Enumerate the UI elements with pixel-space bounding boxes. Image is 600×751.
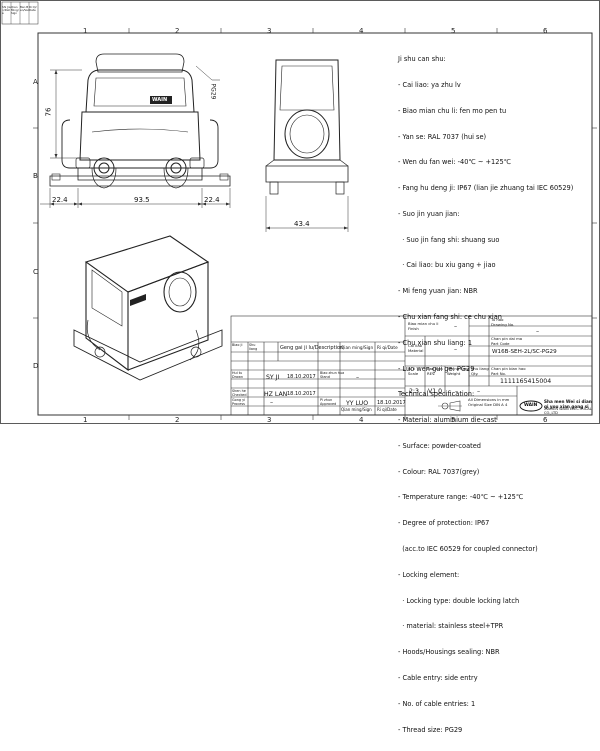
approved-date: 18.10.2017 [377,400,406,406]
spec-line: - Temperature range: -40℃ ~ +125℃ [398,493,524,502]
row-letter: D [33,362,39,370]
spec-line: Ji shu can shu: [398,55,446,64]
spec-line: · Locking type: double locking latch [398,596,520,605]
stand-label: Biao zhun hua Stand [320,371,345,379]
company-logo: WAIN [524,403,538,408]
finish-value: – [454,323,458,330]
spec-line: - Cable entry: side entry [398,673,478,682]
process-name: – [270,399,274,406]
grid-num: 4 [359,27,364,35]
rev-hdr: Biao ji [232,343,243,347]
rev-label: Ban ben REV. [427,366,443,376]
spec-line: · Suo jin fang shi: shuang suo [398,235,500,244]
grid-num: 5 [451,416,456,424]
stand-value: – [356,374,360,381]
dim-height: 76 [44,107,53,117]
spec-line: - Thread size: PG29 [398,725,463,734]
spec-line: Technical specification: [398,390,475,399]
spec-line: - Biao mian chu li: fen mo pen tu [398,106,507,115]
company-name-en: XIAMEN WAIN ELECTRICAL CO.,LTD [544,407,592,415]
grid-num: 2 [175,416,180,424]
spec-line: - Cai liao: ya zhu lv [398,80,461,89]
dim-thread: PG29 [209,83,217,100]
drawn-date: 18.10.2017 [287,374,316,380]
rev-tab-label: Ri Qi/Date [29,5,37,12]
front-logo: WAIN [152,97,168,103]
drawing-no-label: Tu hao Drawing No. [491,317,515,327]
drawn-name: SY JI [266,374,280,381]
checked-name: HZ LAN [264,391,288,398]
spec-list: Ji shu can shu: - Cai liao: ya zhu lv - … [398,38,580,751]
company-name-cn: Sha men Wei si dian qi you xian gong si [544,399,592,409]
spec-line: · Cai liao: bu xiu gang + jiao [398,261,496,270]
spec-line: - Mi feng yuan jian: NBR [398,287,478,296]
dim-right: 22.4 [204,196,220,204]
grid-num: 6 [543,416,548,424]
spec-line: - Chu xian fang shi: ce chu xian [398,313,502,321]
spec-line: - Fang hu deng ji: IP67 (lian jie zhuang… [398,184,574,193]
grid-num: 4 [359,416,364,424]
drawing-sheet: 1 2 3 4 5 6 1 2 3 4 5 6 A B C D Shi Jian… [0,0,600,734]
checked-label: Shen he Checked [232,389,247,397]
spec-line: - Material: aluminium die-cast [398,416,497,425]
grid-num: 6 [543,27,548,35]
spec-line: - No. of cable entries: 1 [398,699,476,708]
spec-line: - Suo jin yuan jian: [398,209,460,218]
part-no-value: 1111165415004 [500,378,552,385]
drawing-no-value: – [536,328,540,335]
part-code-value: W16B-SEH-2L/SC-PG29 [492,349,557,355]
rev-hdr: Shu liang [249,343,258,351]
grid-num: 1 [83,416,88,424]
approved-label: Pi zhun Approved [320,398,337,406]
qty-value: – [477,388,481,395]
weight-label: Zhong liang Weight [447,366,470,376]
spec-line: - Luo wen gui ge: PG29 [398,364,475,373]
spec-line: · material: stainless steel+TPR [398,622,504,631]
spec-line: - Wen du fan wei: -40℃ ~ +125℃ [398,158,512,167]
checked-date: 18.10.2017 [287,391,316,397]
rev-hdr: Ri qi/Date [377,345,398,350]
scale-value: 2:3 [409,388,419,395]
rev-value: V1.0 [428,388,443,395]
rev-hdr: Geng gai ji lu/Description [280,345,344,351]
rev-tab-label: Shi Jian/Date [2,5,11,15]
row-letter: A [33,78,38,86]
rev-tab-label: Qian Ming/Sign [11,5,19,15]
material-label: Cai liao Material [408,343,424,353]
qty-label: Shu liang Qty. [471,366,489,376]
grid-num: 2 [175,27,180,35]
rev-tab-label: Ban Ben/Ver [20,5,30,12]
dim-left: 22.4 [52,196,68,204]
spec-line: - Locking element: [398,570,460,579]
drawing-svg [0,0,600,424]
spec-line: - Yan se: RAL 7037 (hui se) [398,132,487,141]
date-label: Ri qi/Date [377,407,397,412]
spec-line: - Hoods/Housings sealing: NBR [398,648,500,657]
dim-middle: 93.5 [134,196,150,204]
spec-line: - Surface: powder-coated [398,441,481,450]
process-label: Gong yi Process [232,398,246,406]
weight-value: – [455,388,459,395]
spec-line: - Degree of protection: IP67 [398,519,490,528]
grid-num: 1 [83,27,88,35]
dimension-note: All Dimensions in mm Original Size DIN A… [468,397,510,407]
row-letter: B [33,172,38,180]
drawn-label: Hui tu Drawn [232,371,244,379]
part-no-label: Chan pin bian hao Part No. [491,366,526,376]
finish-label: Biao mian chu li Finish [408,321,439,331]
row-letter: C [33,268,38,276]
spec-line: - Chu xian shu liang: 1 [398,338,473,347]
grid-num: 5 [451,27,456,35]
approved-name: YY LUO [346,400,369,407]
dim-side: 43.4 [294,220,310,228]
rev-hdr: Qian ming/Sign [341,345,374,350]
scale-label: Bi li Scale [408,366,419,376]
grid-num: 3 [267,27,272,35]
part-code-label: Chan pin dai ma Part Code [491,336,523,346]
spec-line: (acc.to IEC 60529 for coupled connector) [398,545,538,554]
spec-line: - Colour: RAL 7037(grey) [398,467,480,476]
material-value: – [454,346,458,353]
sign-label: Qian ming/Sign [341,407,372,412]
grid-num: 3 [267,416,272,424]
